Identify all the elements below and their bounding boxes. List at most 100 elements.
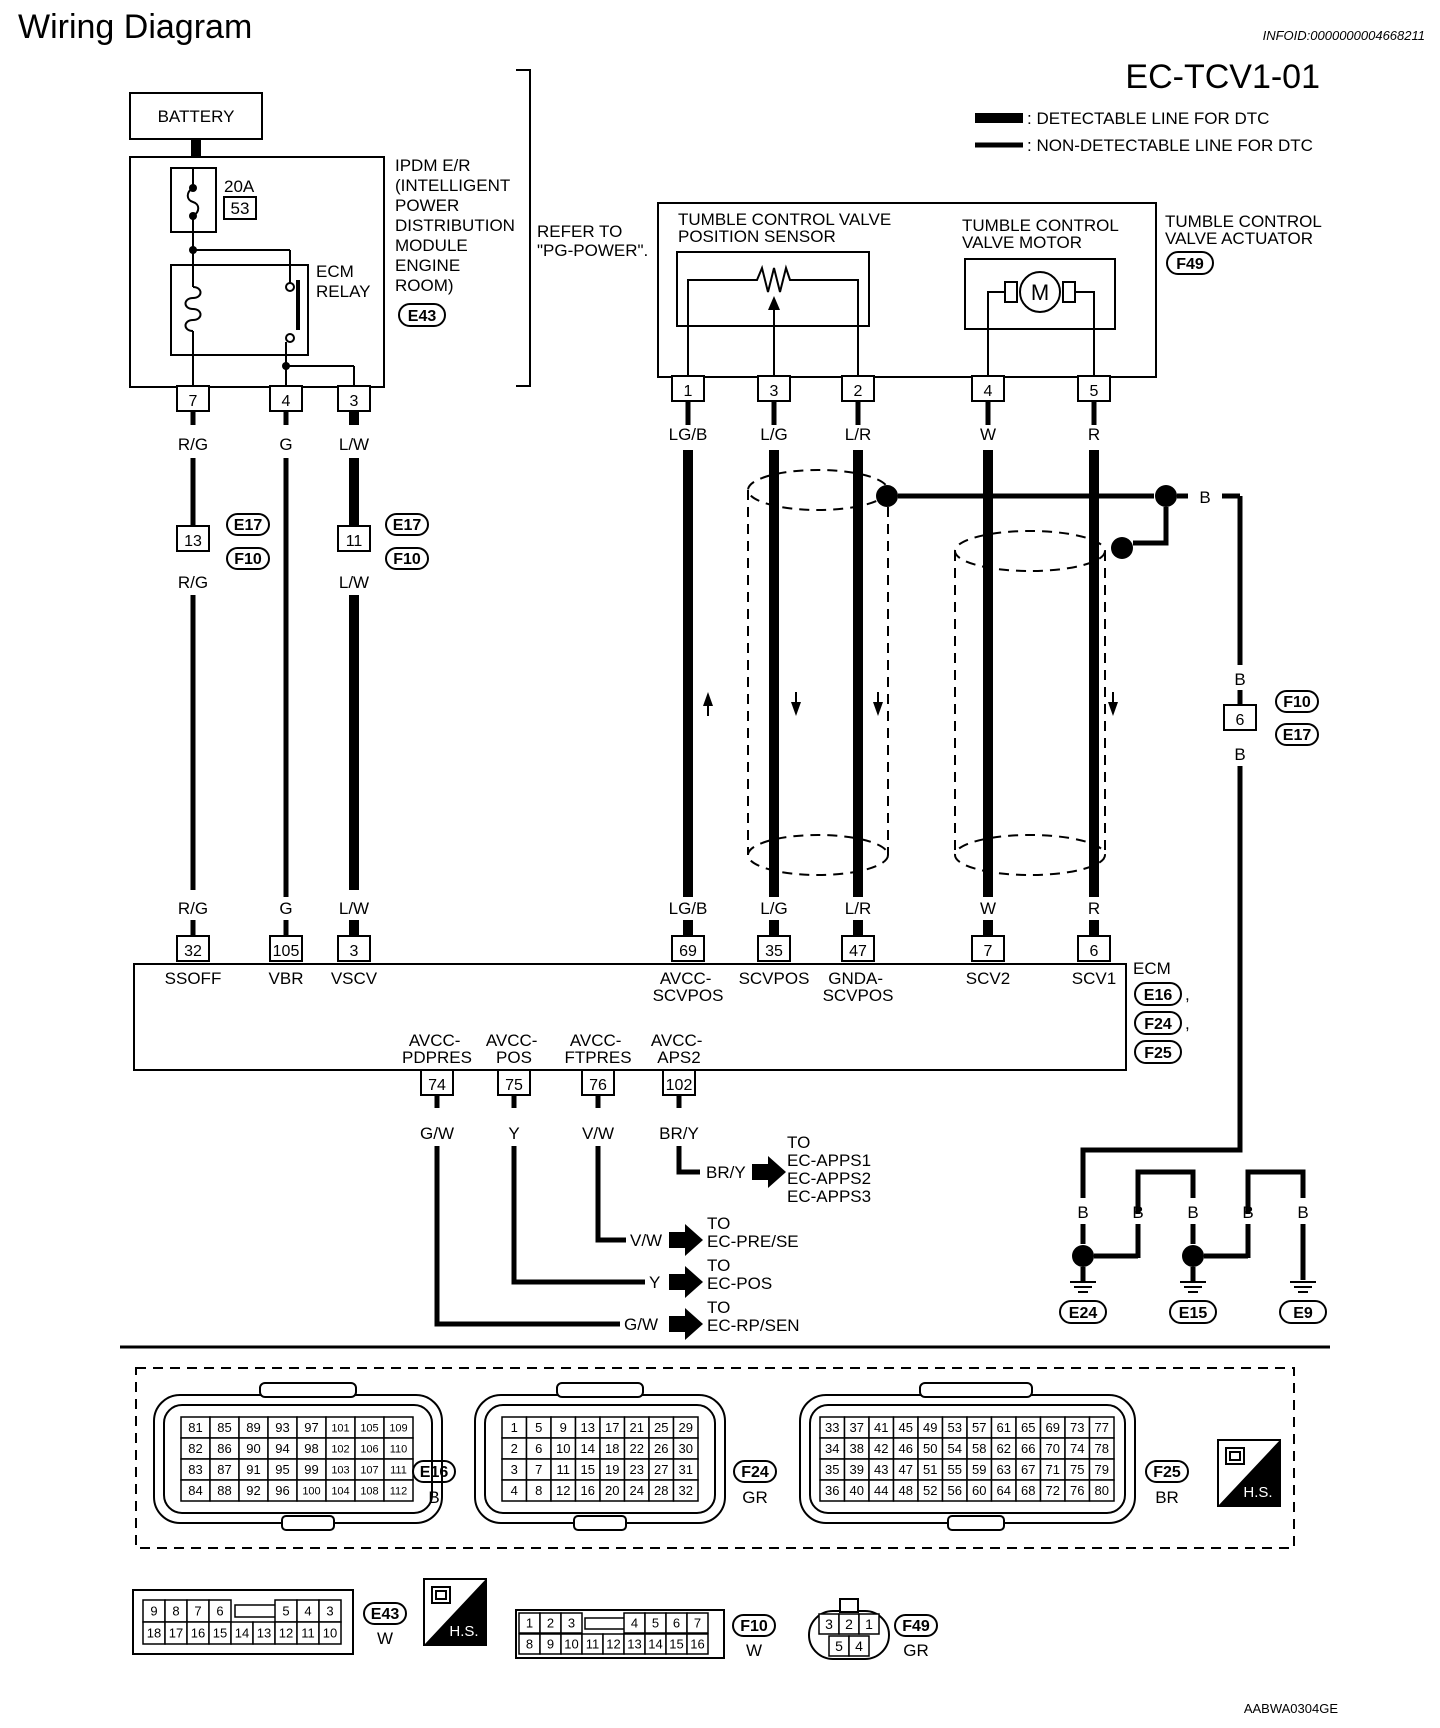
cavity-number: 4 — [511, 1483, 518, 1498]
cavity-number: 10 — [564, 1637, 578, 1652]
junction-11-f10: F10 — [393, 551, 421, 568]
wire-label-b-g5: B — [1297, 1203, 1308, 1222]
junction-13: 13 — [176, 525, 210, 552]
cavity-number: 9 — [560, 1420, 567, 1435]
svg-text:32: 32 — [184, 943, 202, 960]
cavity-number: 42 — [874, 1441, 888, 1456]
dest-pos: TO EC-POS — [707, 1256, 772, 1293]
wire-label-vw-1: V/W — [582, 1124, 614, 1143]
svg-text:3: 3 — [770, 383, 779, 400]
cavity-number: 16 — [191, 1626, 205, 1641]
cavity-number: 6 — [216, 1604, 223, 1619]
svg-text:105: 105 — [273, 943, 300, 960]
cavity-number: 33 — [825, 1420, 839, 1435]
cavity-number: 109 — [389, 1422, 407, 1434]
actuator-pin-5: 5 — [1077, 375, 1111, 402]
wire-label-w-1: W — [980, 425, 996, 444]
cavity-number: 3 — [568, 1616, 575, 1631]
arrow-pos — [669, 1266, 703, 1298]
cavity-number: 74 — [1070, 1441, 1084, 1456]
cavity-number: 65 — [1021, 1420, 1035, 1435]
wire-label-bry-1: BR/Y — [659, 1124, 699, 1143]
cavity-number: 10 — [556, 1441, 570, 1456]
actuator-pin-2: 2 — [841, 375, 875, 402]
wire-label-gw-2: G/W — [624, 1315, 658, 1334]
cavity-number: 57 — [972, 1420, 986, 1435]
ecm-terminal-scv1: SCV1 — [1072, 969, 1116, 988]
svg-text:6: 6 — [1090, 943, 1099, 960]
ecm-pin-69: 69 — [671, 935, 705, 962]
ecm-terminal-vbr: VBR — [269, 969, 304, 988]
cavity-number: 108 — [360, 1485, 378, 1497]
refer-note: REFER TO "PG-POWER". — [537, 222, 648, 260]
cavity-number: 9 — [547, 1637, 554, 1652]
actuator-pin-3: 3 — [757, 375, 791, 402]
cavity-number: 27 — [654, 1462, 668, 1477]
cavity-number: 7 — [535, 1462, 542, 1477]
cavity-number: 84 — [188, 1483, 202, 1498]
sensor-label: TUMBLE CONTROL VALVE POSITION SENSOR — [678, 210, 896, 246]
cavity-number: 87 — [217, 1462, 231, 1477]
cavity-number: 100 — [302, 1485, 320, 1497]
svg-text:102: 102 — [666, 1077, 693, 1094]
motor-label: TUMBLE CONTROL VALVE MOTOR — [962, 216, 1123, 252]
svg-text:74: 74 — [428, 1077, 446, 1094]
wire-label-y-2: Y — [649, 1273, 660, 1292]
cavity-number: 99 — [304, 1462, 318, 1477]
cavity-number: 72 — [1046, 1483, 1060, 1498]
actuator-box — [657, 202, 1157, 378]
cavity-number: 80 — [1095, 1483, 1109, 1498]
shield-motor — [954, 530, 1106, 876]
cavity-number: 1 — [865, 1616, 873, 1632]
ecm-terminal-avcc-ftpres: AVCC- FTPRES — [564, 1031, 631, 1067]
ecm-pin-76: 76 — [581, 1069, 615, 1096]
legend-non-detectable: : NON-DETECTABLE LINE FOR DTC — [1027, 136, 1313, 155]
ecm-pin-7: 7 — [971, 935, 1005, 962]
connector-cavity — [848, 1635, 870, 1657]
ipdm-pin-4: 4 — [269, 385, 303, 412]
ground-e15: E15 — [1179, 1305, 1208, 1322]
cavity-number: 92 — [246, 1483, 260, 1498]
ecm-terminal-avcc-pdpres: AVCC- PDPRES — [402, 1031, 472, 1067]
cavity-number: 21 — [630, 1420, 644, 1435]
actuator-pin-1: 1 — [671, 375, 705, 402]
ecm-pin-3: 3 — [337, 935, 371, 962]
cavity-number: 45 — [899, 1420, 913, 1435]
cavity-number: 56 — [948, 1483, 962, 1498]
cavity-number: 14 — [648, 1637, 662, 1652]
cavity-number: 18 — [605, 1441, 619, 1456]
wire-label-b-drain: B — [1199, 488, 1210, 507]
ecm-pin-6: 6 — [1077, 935, 1111, 962]
battery-label: BATTERY — [158, 107, 235, 126]
cavity-number: 88 — [217, 1483, 231, 1498]
cavity-number: 14 — [235, 1626, 249, 1641]
cavity-number: 22 — [630, 1441, 644, 1456]
cavity-number: 85 — [217, 1420, 231, 1435]
cavity-number: 9 — [150, 1604, 157, 1619]
fuse-number: 53 — [231, 199, 250, 218]
motor-symbol: M — [1031, 280, 1049, 305]
wire-label-b-g4: B — [1242, 1203, 1253, 1222]
cavity-number: 3 — [825, 1616, 833, 1632]
cavity-number: 20 — [605, 1483, 619, 1498]
cavity-number: 83 — [188, 1462, 202, 1477]
ecm-terminal-avcc-scvpos: AVCC- SCVPOS — [653, 969, 724, 1005]
cavity-number: 41 — [874, 1420, 888, 1435]
cavity-number: 73 — [1070, 1420, 1084, 1435]
svg-text:7: 7 — [189, 393, 198, 410]
legend: : DETECTABLE LINE FOR DTC : NON-DETECTAB… — [975, 109, 1313, 155]
wire-label-bry-2: BR/Y — [706, 1163, 746, 1182]
cavity-number: 46 — [899, 1441, 913, 1456]
svg-text:7: 7 — [984, 943, 993, 960]
cavity-number: 59 — [972, 1462, 986, 1477]
cavity-number: 11 — [301, 1626, 315, 1641]
cavity-number: 19 — [605, 1462, 619, 1477]
cavity-number: 82 — [188, 1441, 202, 1456]
ecm-pin-35: 35 — [757, 935, 791, 962]
cavity-number: 110 — [390, 1443, 408, 1455]
connector-cavity — [672, 1479, 699, 1502]
svg-text:13: 13 — [184, 533, 202, 550]
cavity-number: 24 — [630, 1483, 644, 1498]
